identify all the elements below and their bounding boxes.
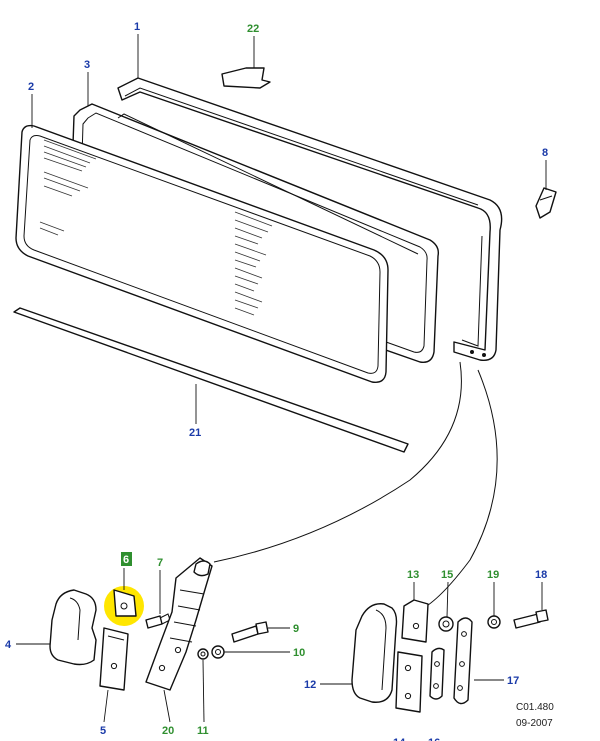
callout-16: 16 (428, 737, 440, 741)
hinge-assembly-right (351, 599, 549, 713)
callout-14: 14 (393, 737, 406, 741)
callout-11: 11 (197, 725, 209, 737)
label-plate (221, 67, 271, 89)
callout-13: 13 (407, 569, 419, 581)
callout-labels: 1 2 3 22 8 21 6 7 4 5 20 11 9 10 12 13 1… (5, 21, 554, 741)
callout-3: 3 (84, 59, 90, 71)
callout-17: 17 (507, 675, 519, 687)
callout-20: 20 (162, 725, 174, 737)
callout-8: 8 (542, 147, 548, 159)
leader-lines (16, 34, 547, 723)
window-frame (117, 77, 503, 361)
callout-6: 6 (123, 554, 129, 566)
trim-clip (535, 187, 557, 219)
callout-12: 12 (304, 679, 316, 691)
callout-6-box (121, 552, 132, 566)
window-glass (15, 124, 389, 383)
callout-10: 10 (293, 647, 305, 659)
callout-22: 22 (247, 23, 259, 35)
callout-9: 9 (293, 623, 299, 635)
sealing-strip (13, 307, 409, 453)
callout-4: 4 (5, 639, 12, 651)
connection-curves (213, 361, 498, 611)
callout-1: 1 (134, 21, 140, 33)
glass-hatch (39, 139, 273, 316)
callout-21: 21 (189, 427, 201, 439)
callout-5: 5 (100, 725, 106, 737)
hinge-assembly-left (49, 557, 269, 691)
callout-18: 18 (535, 569, 547, 581)
callout-15: 15 (441, 569, 453, 581)
callout-2: 2 (28, 81, 34, 93)
drawing-code: C01.480 (516, 702, 554, 713)
callout-19: 19 (487, 569, 499, 581)
callout-7: 7 (157, 557, 163, 569)
drawing-date: 09-2007 (516, 718, 553, 729)
